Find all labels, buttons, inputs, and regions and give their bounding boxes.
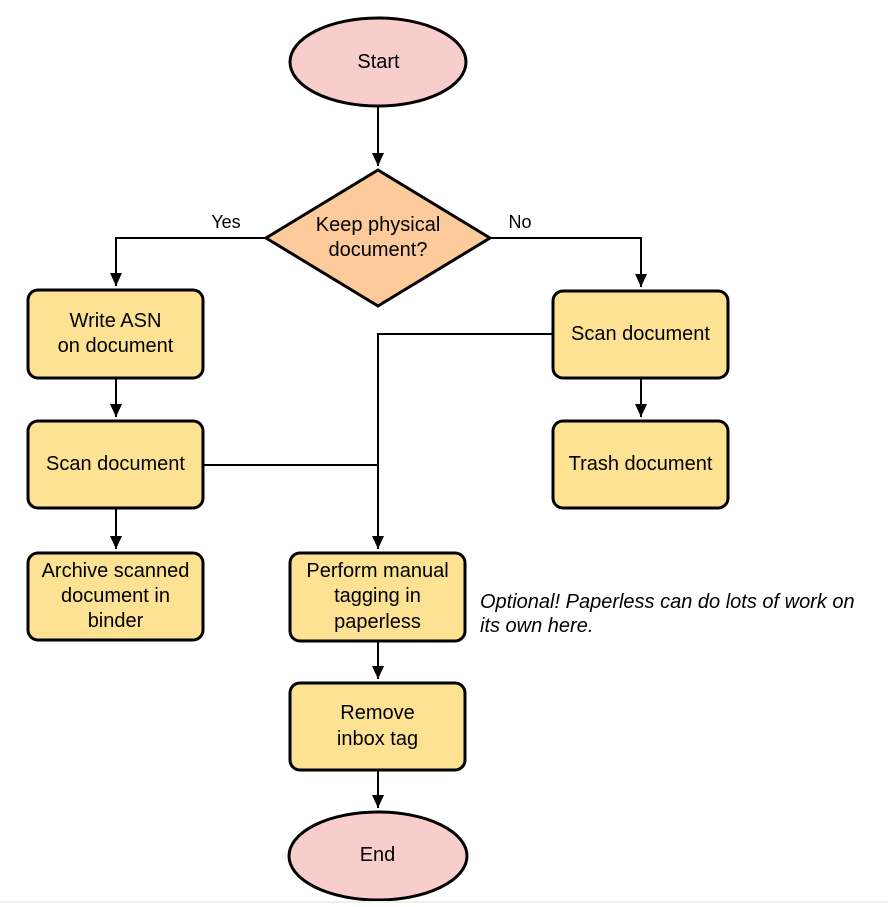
edge-scanright-to-tagging — [372, 333, 553, 549]
trash-node-shape — [551, 419, 730, 510]
perform-tagging-node-shape — [288, 551, 467, 643]
scan-left-node-shape — [26, 419, 205, 510]
end-node-shape — [287, 810, 469, 902]
edge-decision-no — [490, 237, 647, 287]
bottom-edge-line — [0, 901, 888, 903]
start-node-shape — [288, 16, 468, 108]
edge-label-no: No — [508, 211, 532, 232]
decision-node-shape — [263, 168, 493, 308]
edge-label-yes: Yes — [211, 211, 241, 232]
optional-note: Optional! Paperless can do lots of work … — [480, 591, 855, 638]
edge-decision-yes — [110, 237, 266, 286]
remove-inbox-node-shape — [288, 681, 467, 772]
scan-right-node-shape — [551, 289, 730, 380]
write-asn-node-shape — [26, 288, 205, 380]
archive-node-shape — [26, 551, 205, 642]
